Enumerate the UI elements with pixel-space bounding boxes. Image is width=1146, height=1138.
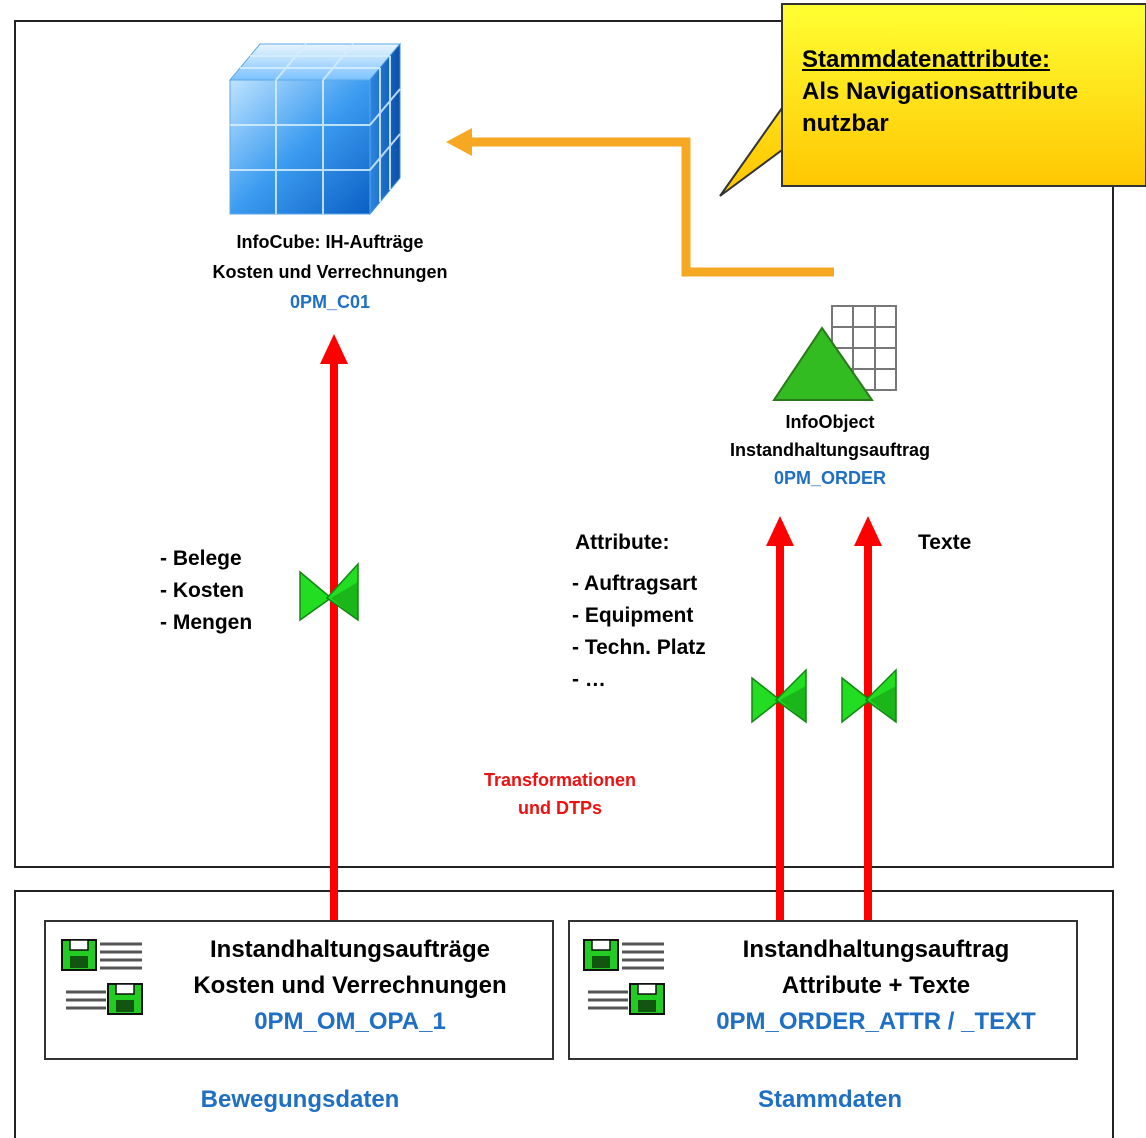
- transformation-label: Transformationen und DTPs: [440, 768, 680, 820]
- callout-heading: Stammdatenattribute:: [802, 46, 1051, 73]
- infocube-title: InfoCube: IH-Aufträge: [236, 232, 424, 252]
- callout-line2: nutzbar: [802, 110, 889, 137]
- infocube-subtitle: Kosten und Verrechnungen: [212, 262, 448, 282]
- transformation-line2: und DTPs: [518, 798, 602, 818]
- transformation-line1: Transformationen: [483, 770, 637, 790]
- source-left-subtitle: Kosten und Verrechnungen: [193, 972, 507, 999]
- flow-arrow-movement: [320, 334, 348, 920]
- flow-arrow-texts: [854, 516, 882, 920]
- navigation-attribute-arrow: [446, 128, 834, 277]
- callout-bubble: [719, 3, 1146, 197]
- transformation-icon-attributes: [751, 668, 807, 724]
- movement-item: - Mengen: [160, 611, 253, 634]
- callout-line1: Als Navigationsattribute: [802, 78, 1079, 105]
- texts-label: Texte: [918, 531, 972, 554]
- infoobject-id: 0PM_ORDER: [773, 468, 887, 488]
- attribute-item: - Techn. Platz: [572, 636, 706, 659]
- attributes-heading: Attribute:: [575, 531, 670, 554]
- source-right-subtitle: Attribute + Texte: [781, 972, 971, 999]
- infocube-icon: [228, 42, 402, 216]
- flow-arrow-attributes: [766, 516, 794, 920]
- movement-item: - Belege: [160, 547, 242, 570]
- infocube-id: 0PM_C01: [289, 292, 371, 312]
- datasource-icon-movement: [61, 939, 143, 1015]
- source-left-title: Instandhaltungsaufträge: [209, 936, 491, 963]
- datasource-icon-masterdata: [583, 939, 665, 1015]
- infocube-label: InfoCube: IH-Aufträge Kosten und Verrech…: [150, 230, 510, 314]
- transformation-icon-texts: [841, 668, 897, 724]
- source-right-label: Instandhaltungsauftrag Attribute + Texte…: [672, 934, 1080, 1038]
- attribute-item: - Auftragsart: [572, 572, 698, 595]
- source-right-id: 0PM_ORDER_ATTR / _TEXT: [716, 1008, 1036, 1035]
- movement-item: - Kosten: [160, 579, 244, 602]
- infoobject-label: InfoObject Instandhaltungsauftrag 0PM_OR…: [660, 410, 1000, 490]
- transformation-icon-movement: [299, 562, 359, 622]
- attribute-item: - …: [572, 668, 606, 691]
- source-right-title: Instandhaltungsauftrag: [742, 936, 1010, 963]
- attributes-list: - Auftragsart - Equipment - Techn. Platz…: [572, 568, 762, 696]
- footer-master-data: Stammdaten: [757, 1086, 903, 1113]
- movement-list: - Belege - Kosten - Mengen: [160, 543, 300, 639]
- callout-text: Stammdatenattribute: Als Navigationsattr…: [802, 44, 1142, 140]
- infoobject-subtitle: Instandhaltungsauftrag: [729, 440, 930, 460]
- infoobject-icon: [772, 305, 897, 401]
- attribute-item: - Equipment: [572, 604, 694, 627]
- infoobject-title: InfoObject: [785, 412, 875, 432]
- footer-movement-data: Bewegungsdaten: [200, 1086, 400, 1113]
- source-left-id: 0PM_OM_OPA_1: [254, 1008, 446, 1035]
- source-left-label: Instandhaltungsaufträge Kosten und Verre…: [150, 934, 550, 1038]
